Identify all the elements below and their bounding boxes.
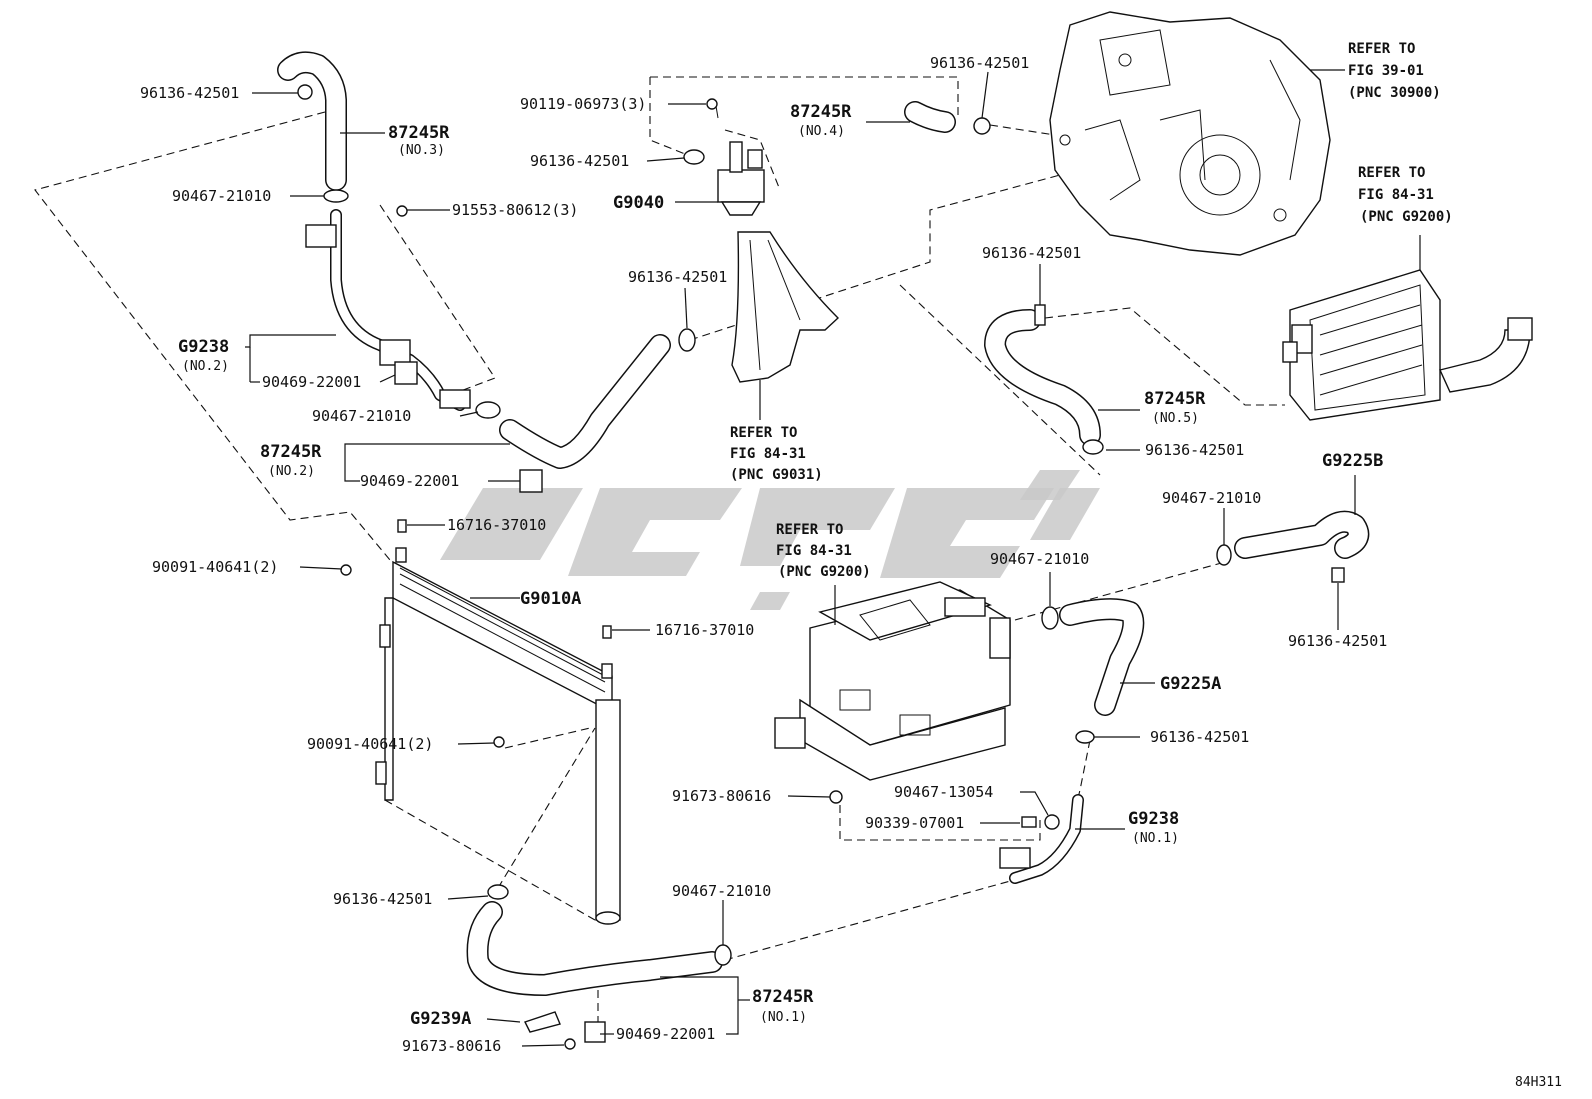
label-91553-80612[interactable]: 91553-80612(3) <box>452 201 578 219</box>
ref-g9031-line3: (PNC G9031) <box>730 467 823 483</box>
hose-87245R-no2[interactable] <box>499 334 671 469</box>
hose-87245R-no3[interactable] <box>277 51 347 191</box>
ref-g9200a-line3: (PNC G9200) <box>1360 209 1453 225</box>
label-96136-42501-no5b[interactable]: 96136-42501 <box>1145 441 1244 459</box>
label-G9238-no2[interactable]: G9238 <box>178 337 229 357</box>
label-G9040[interactable]: G9040 <box>613 193 664 213</box>
watermark-logo <box>440 470 1100 610</box>
bracket-g9031 <box>731 231 840 383</box>
hose-G9225A[interactable] <box>1059 598 1145 716</box>
inverter-g9200-lower <box>774 581 1011 781</box>
label-87245r-no4-sub: (NO.4) <box>798 124 845 139</box>
ref-g9200b-line3: (PNC G9200) <box>778 564 871 580</box>
hose-87245R-no4[interactable] <box>904 101 956 133</box>
label-87245r-no2-sub: (NO.2) <box>268 464 315 479</box>
label-96136-42501-center[interactable]: 96136-42501 <box>628 268 727 286</box>
label-G9225A[interactable]: G9225A <box>1160 674 1221 694</box>
label-96136-42501-top[interactable]: 96136-42501 <box>140 84 239 102</box>
label-96136-42501-g9225a[interactable]: 96136-42501 <box>1150 728 1249 746</box>
label-87245R-no2[interactable]: 87245R <box>260 442 322 462</box>
transaxle-30900 <box>1049 11 1331 256</box>
inverter-g9200-upper <box>1282 269 1533 421</box>
leader-lines <box>245 69 1421 1047</box>
pump-G9040[interactable] <box>714 99 765 216</box>
label-87245R-no4[interactable]: 87245R <box>790 102 852 122</box>
label-16716-37010-b[interactable]: 16716-37010 <box>655 621 754 639</box>
pipe-G9238-no1[interactable] <box>999 794 1084 884</box>
hose-87245R-no1[interactable] <box>466 901 723 996</box>
label-96136-42501-no5[interactable]: 96136-42501 <box>982 244 1081 262</box>
hose-87245R-no5[interactable] <box>984 309 1101 446</box>
ref-30900-line2: FIG 39-01 <box>1348 63 1424 79</box>
ref-g9031-line1: REFER TO <box>730 425 797 441</box>
label-16716-37010-a[interactable]: 16716-37010 <box>447 516 546 534</box>
label-G9010A[interactable]: G9010A <box>520 589 581 609</box>
small-parts <box>297 84 1345 1050</box>
label-96136-42501-g9225b[interactable]: 96136-42501 <box>1288 632 1387 650</box>
label-87245r-no5-sub: (NO.5) <box>1152 411 1199 426</box>
label-90467-21010-bottom[interactable]: 90467-21010 <box>672 882 771 900</box>
label-90339-07001[interactable]: 90339-07001 <box>865 814 964 832</box>
label-87245R-no5[interactable]: 87245R <box>1144 389 1206 409</box>
label-87245r-no1-sub: (NO.1) <box>760 1010 807 1025</box>
label-90469-22001-b[interactable]: 90469-22001 <box>360 472 459 490</box>
ref-g9200b-line1: REFER TO <box>776 522 843 538</box>
label-91673-80616-b[interactable]: 91673-80616 <box>402 1037 501 1055</box>
label-90091-40641-b[interactable]: 90091-40641(2) <box>307 735 433 753</box>
label-91673-80616-a[interactable]: 91673-80616 <box>672 787 771 805</box>
radiator-G9010A[interactable] <box>375 547 621 925</box>
ref-30900-line1: REFER TO <box>1348 41 1415 57</box>
label-no3: (NO.3) <box>398 143 445 158</box>
label-90119-06973[interactable]: 90119-06973(3) <box>520 95 646 113</box>
label-90467-21010-inv[interactable]: 90467-21010 <box>990 550 1089 568</box>
ref-g9031-line2: FIG 84-31 <box>730 446 806 462</box>
label-G9239A[interactable]: G9239A <box>410 1009 471 1029</box>
part-labels: 96136-42501 87245R (NO.3) 90467-21010 91… <box>140 41 1562 1090</box>
label-90467-21010-top[interactable]: 90467-21010 <box>172 187 271 205</box>
ref-30900-line3: (PNC 30900) <box>1348 85 1441 101</box>
label-90467-13054[interactable]: 90467-13054 <box>894 783 993 801</box>
label-90467-21010-right[interactable]: 90467-21010 <box>1162 489 1261 507</box>
label-87245R-no1[interactable]: 87245R <box>752 987 814 1007</box>
ref-g9200a-line2: FIG 84-31 <box>1358 187 1434 203</box>
label-90091-40641-a[interactable]: 90091-40641(2) <box>152 558 278 576</box>
label-g9238-no2-sub: (NO.2) <box>182 359 229 374</box>
label-G9225B[interactable]: G9225B <box>1322 451 1383 471</box>
label-90469-22001-c[interactable]: 90469-22001 <box>616 1025 715 1043</box>
label-87245R-no3[interactable]: 87245R <box>388 123 450 143</box>
ref-g9200b-line2: FIG 84-31 <box>776 543 852 559</box>
pipe-G9238-no2[interactable] <box>305 209 471 411</box>
label-90469-22001-a[interactable]: 90469-22001 <box>262 373 361 391</box>
hose-G9225B[interactable] <box>1234 510 1370 559</box>
label-G9238-no1[interactable]: G9238 <box>1128 809 1179 829</box>
ref-g9200a-line1: REFER TO <box>1358 165 1425 181</box>
dashed-connection-lines <box>34 76 1285 1040</box>
label-90467-21010-mid[interactable]: 90467-21010 <box>312 407 411 425</box>
label-96136-42501-bottom[interactable]: 96136-42501 <box>333 890 432 908</box>
diagram-code: 84H311 <box>1515 1075 1562 1090</box>
label-96136-42501-trans[interactable]: 96136-42501 <box>930 54 1029 72</box>
label-96136-42501-pump[interactable]: 96136-42501 <box>530 152 629 170</box>
label-g9238-no1-sub: (NO.1) <box>1132 831 1179 846</box>
